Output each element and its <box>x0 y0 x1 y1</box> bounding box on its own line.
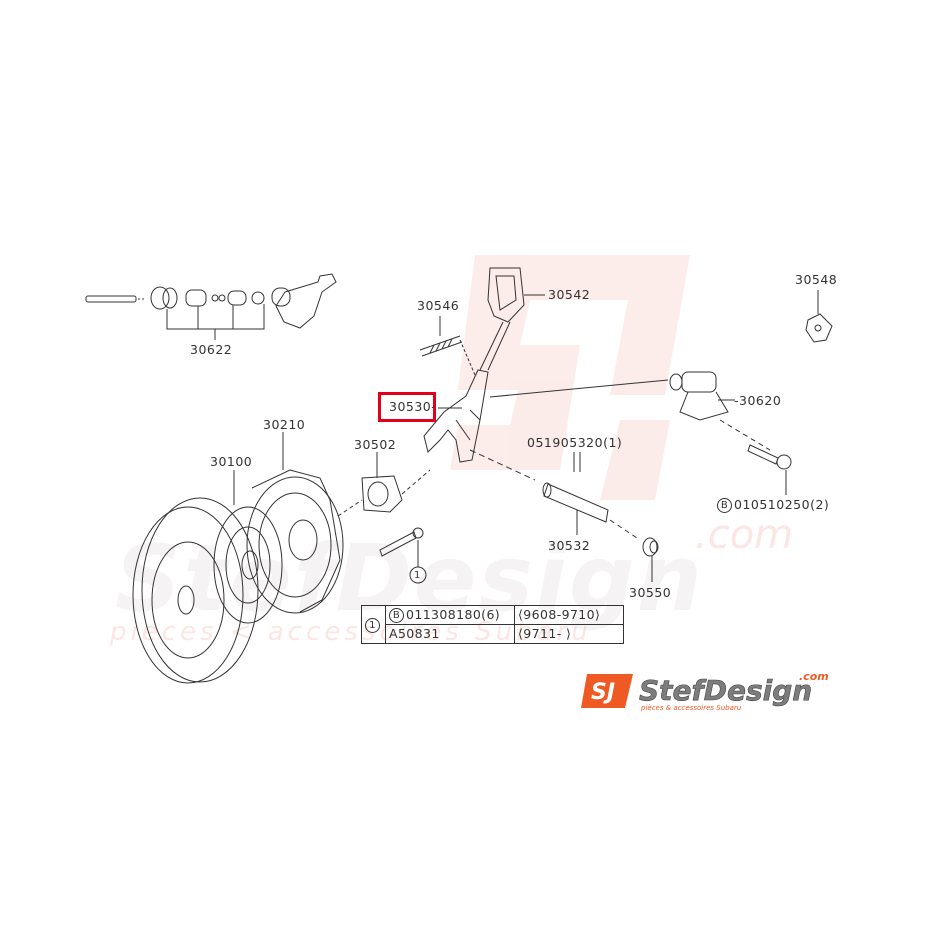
clutch-disc-30100 <box>213 470 283 624</box>
part-label-30542[interactable]: 30542 <box>548 287 591 302</box>
part-cell: A50831 <box>385 624 515 644</box>
operating-cylinder-30620 <box>669 371 771 451</box>
svg-text:pièces & accessoires Subaru: pièces & accessoires Subaru <box>640 704 742 712</box>
range-cell: ⟨9608-9710⟩ <box>514 605 624 625</box>
part-label-30530[interactable]: 30530- <box>389 399 437 414</box>
part-label-051905320[interactable]: 051905320(1) <box>527 435 623 450</box>
master-cylinder-kit-30622 <box>85 273 337 340</box>
pivot-shaft-30532 <box>542 452 641 541</box>
svg-text:.com: .com <box>695 512 793 558</box>
bushing-30550 <box>642 537 659 582</box>
callout-1-icon: 1 <box>365 617 380 633</box>
part-label-30548[interactable]: 30548 <box>795 272 838 287</box>
part-label-30100[interactable]: 30100 <box>210 454 253 469</box>
svg-text:SJ: SJ <box>591 680 615 705</box>
callout-1-label[interactable]: 1 <box>414 570 421 581</box>
part-label-30620[interactable]: -30620 <box>734 393 782 408</box>
part-number: 010510250(2) <box>734 497 830 512</box>
svg-text:StefDesign: StefDesign <box>639 674 812 707</box>
part-label-30532[interactable]: 30532 <box>548 538 591 553</box>
b-badge-icon: B <box>717 498 732 513</box>
part-label-30546[interactable]: 30546 <box>417 298 460 313</box>
release-bearing-30502 <box>337 452 431 517</box>
part-label-30622[interactable]: 30622 <box>190 342 233 357</box>
ref-cell: 1 <box>361 605 386 644</box>
pressure-plate-30210 <box>246 432 344 614</box>
highlight-box-30530 <box>378 392 436 422</box>
part-label-30210[interactable]: 30210 <box>263 417 306 432</box>
b-badge-icon: B <box>389 608 404 623</box>
table-row: A50831 ⟨9711- ⟩ <box>362 624 624 644</box>
part-label-30550[interactable]: 30550 <box>629 585 672 600</box>
bolt-callout-1 <box>379 527 427 584</box>
svg-text:.com: .com <box>799 670 829 683</box>
release-fork-30530 <box>423 369 669 481</box>
flywheel <box>132 497 259 684</box>
range-cell: ⟨9711- ⟩ <box>514 624 624 644</box>
bracket-30548 <box>805 290 833 343</box>
part-number: 011308180(6) <box>406 607 501 622</box>
stefdesign-logo[interactable]: SJ StefDesign .com pièces & accessoires … <box>581 668 846 713</box>
spring-30546 <box>419 316 476 376</box>
part-label-30502[interactable]: 30502 <box>354 437 397 452</box>
boot-30542 <box>479 267 545 371</box>
bolt-010510250 <box>747 444 792 495</box>
sj-logo-mark-icon <box>581 674 633 708</box>
